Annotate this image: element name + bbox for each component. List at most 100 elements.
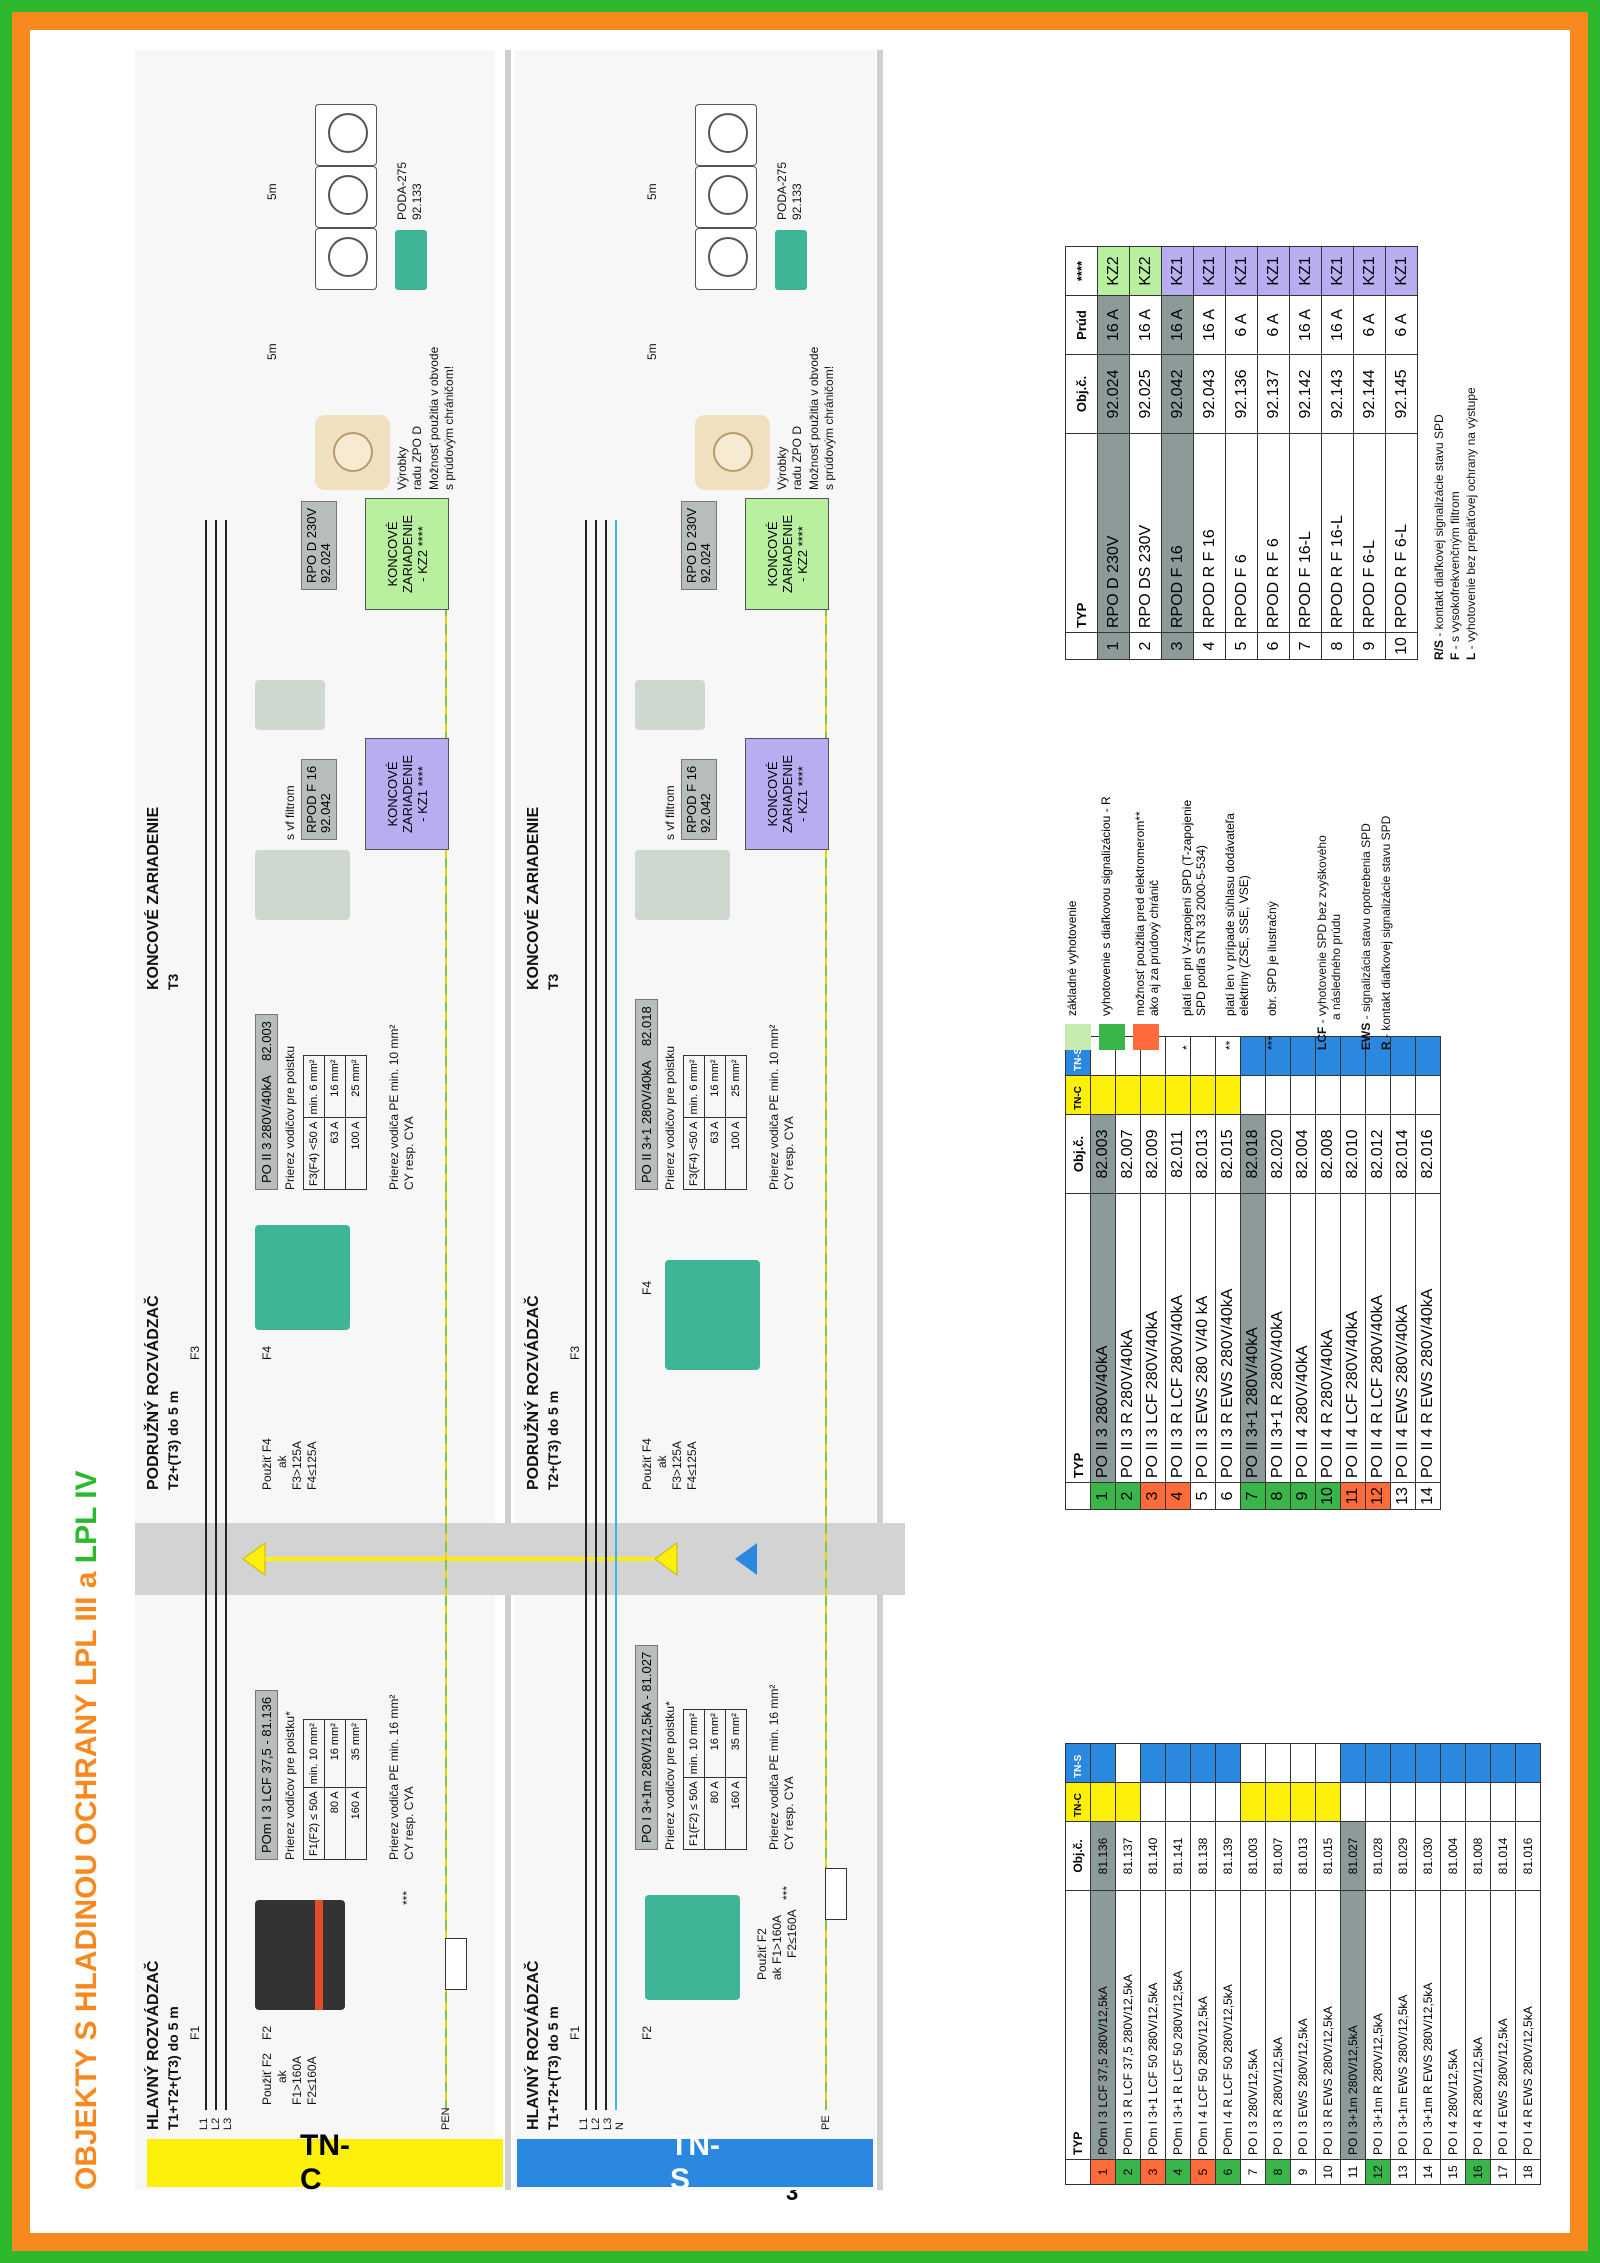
tnc-wire-l3: L3 bbox=[222, 2117, 234, 2130]
table-cell bbox=[1340, 1075, 1366, 1115]
tnc-socket-2-icon bbox=[315, 166, 377, 228]
tns-rpo-icon bbox=[635, 680, 705, 730]
table-cell: PO I 3+1m 280V/12,5kA bbox=[1340, 1890, 1366, 2160]
tnc-zpo-note-2: radu ZPO D bbox=[410, 425, 424, 490]
tnc-rcd-note-2: s prúdovým chráničom! bbox=[442, 365, 456, 490]
table-cell: POm I 3+1 R LCF 50 280V/12,5kA bbox=[1165, 1890, 1191, 2160]
note-l: - vyhotovenie bez prepäťovej ochrany na … bbox=[1464, 387, 1478, 653]
table-cell: 6 bbox=[1257, 632, 1290, 660]
table-header-cell: TYP bbox=[1065, 433, 1098, 633]
table-cell: RPO DS 230V bbox=[1129, 433, 1162, 633]
table-cell bbox=[1465, 1782, 1491, 1822]
table-header-cell: Obj.č. bbox=[1065, 1114, 1091, 1194]
table-cell: KZ1 bbox=[1289, 246, 1322, 296]
table-cell: KZ1 bbox=[1161, 246, 1194, 296]
tns-poda-icon bbox=[775, 230, 807, 290]
tnc-pe-note-2: CY resp. CYA bbox=[402, 1786, 416, 1860]
table-cell bbox=[1315, 1075, 1341, 1115]
table-cell: RPO D 230V bbox=[1097, 433, 1130, 633]
table-cell: 16 A bbox=[1193, 295, 1226, 355]
tnc-fuse-f1: F1 bbox=[188, 2025, 202, 2040]
table-cell: 16 A bbox=[1161, 295, 1194, 355]
table-cell bbox=[1340, 1782, 1366, 1822]
tnc-kz2-line: KONCOVÉ bbox=[384, 521, 400, 587]
tnc-fuse-f4: F4 bbox=[260, 1345, 274, 1360]
table-cell bbox=[1390, 1782, 1416, 1822]
legend-star3-mark: *** bbox=[1265, 1035, 1279, 1050]
table-cell: 92.137 bbox=[1257, 354, 1290, 434]
table-cell: 92.144 bbox=[1353, 354, 1386, 434]
legend: základné vyhotovenie vyhotovenie s diaľk… bbox=[1065, 710, 1485, 1050]
table-cell bbox=[1140, 1743, 1166, 1783]
legend-star3: ***obr. SPD je ilustračný bbox=[1265, 901, 1279, 1050]
tns-sub-tag-a: PO II 3+1 280V/40kA bbox=[639, 1060, 654, 1184]
tnc-use-note-3: F1>160A bbox=[290, 2055, 304, 2105]
tns-sub-use-3: F3>125A bbox=[670, 1440, 684, 1490]
tnc-sub-cross-cell: min. 6 mm² bbox=[303, 1055, 325, 1118]
legend-star2: **platí len v prípade súhlasu dodávateľa… bbox=[1223, 813, 1251, 1050]
tnc-kz1-line: KONCOVÉ bbox=[384, 761, 400, 827]
table-header-row: TYP Obj.č. TN-C TN-S bbox=[1065, 1036, 1091, 1510]
tnc-main-title: HLAVNÝ ROZVÁDZAČ bbox=[145, 1960, 162, 2130]
legend-star2-2: elektriny (ZSE, SSE, VSE) bbox=[1237, 875, 1251, 1016]
rotated-content: OBJEKTY S HLADINOU OCHRANY LPL III a LPL… bbox=[65, 50, 1541, 2196]
tnc-poda-1: PODA-275 bbox=[395, 161, 409, 220]
table-cell bbox=[1090, 1743, 1116, 1783]
table-cell: 92.145 bbox=[1385, 354, 1418, 434]
tnc-end-title: KONCOVÉ ZARIADENIE bbox=[145, 806, 162, 990]
table-cell: 81.027 bbox=[1340, 1821, 1366, 1891]
tns-sub-cross-cell: F3(F4) <50 A bbox=[683, 1117, 705, 1190]
table-cell: PO II 3 280V/40kA bbox=[1090, 1193, 1116, 1483]
tnc-sub-use-3: F3>125A bbox=[290, 1440, 304, 1490]
tns-bus-l2 bbox=[595, 520, 597, 2110]
table-cell: 10 bbox=[1315, 2159, 1341, 2185]
table-cell bbox=[1265, 1782, 1291, 1822]
tns-sub-cross-cell: 25 mm² bbox=[725, 1055, 747, 1118]
legend-star2-mark: ** bbox=[1223, 1040, 1237, 1050]
tnc-net-label: TN-C bbox=[300, 2128, 350, 2196]
table-cell: 4 bbox=[1165, 2159, 1191, 2185]
table-cell: 81.029 bbox=[1390, 1821, 1416, 1891]
table-cell: 14 bbox=[1415, 2159, 1441, 2185]
legend-r-text: - kontakt diaľkovej signalizácie stavu S… bbox=[1379, 815, 1393, 1042]
table-cell: 6 A bbox=[1225, 295, 1258, 355]
tnc-zpo-socket-icon bbox=[315, 415, 390, 490]
table-cell bbox=[1215, 1075, 1241, 1115]
table-cell: 8 bbox=[1321, 632, 1354, 660]
tnc-use-note-2: ak bbox=[275, 2070, 289, 2083]
table-cell: 8 bbox=[1265, 1482, 1291, 1510]
table-cell bbox=[1515, 1743, 1541, 1783]
legend-star1-1: platí len pri V-zapojení SPD (T-zapojeni… bbox=[1180, 799, 1194, 1016]
table-cell: PO II 4 EWS 280V/40kA bbox=[1390, 1193, 1416, 1483]
table-cell: PO I 3 R EWS 280V/12,5kA bbox=[1315, 1890, 1341, 2160]
table-cell bbox=[1365, 1075, 1391, 1115]
legend-lcf-1: - vyhotovenie SPD bez zvyškového bbox=[1315, 835, 1329, 1027]
table-cell: PO I 4 EWS 280V/12,5kA bbox=[1490, 1890, 1516, 2160]
legend-r-key: R bbox=[1379, 1041, 1393, 1050]
table-cell bbox=[1290, 1743, 1316, 1783]
table-cell: 2 bbox=[1115, 1482, 1141, 1510]
table-cell: 17 bbox=[1490, 2159, 1516, 2185]
tnc-sub-cross-cell: 63 A bbox=[324, 1117, 346, 1190]
table-cell bbox=[1115, 1743, 1141, 1783]
legend-r: R - kontakt diaľkovej signalizácie stavu… bbox=[1379, 816, 1393, 1050]
table-header-cell: TYP bbox=[1065, 1890, 1091, 2160]
table-cell bbox=[1390, 1743, 1416, 1783]
tnc-sub-tag-a: PO II 3 280V/40kA bbox=[259, 1075, 274, 1183]
table-cell: 5 bbox=[1190, 1482, 1216, 1510]
table-cell: 92.143 bbox=[1321, 354, 1354, 434]
table-cell: KZ1 bbox=[1225, 246, 1258, 296]
